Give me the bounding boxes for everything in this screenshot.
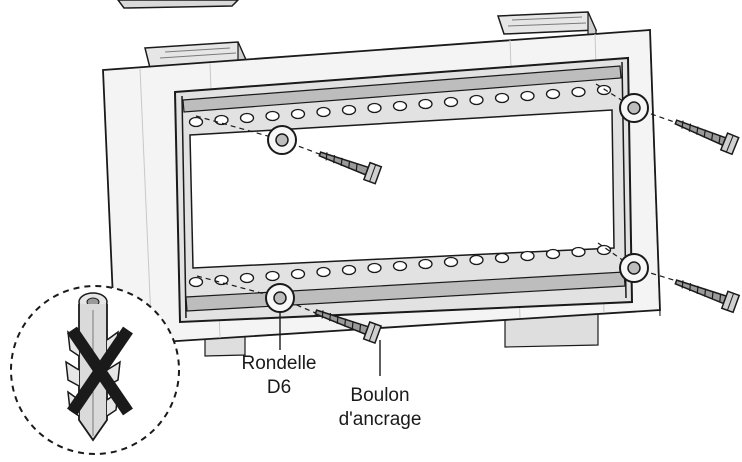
mounting-slot (392, 100, 408, 112)
mounting-slot (443, 96, 459, 108)
anchor-bolt (674, 279, 741, 314)
washer (619, 93, 649, 123)
anchor-bolt-label-line2: d'ancrage (338, 409, 422, 430)
mounting-slot (443, 256, 459, 268)
mounting-slot (341, 264, 357, 276)
anchor-bolt (318, 151, 383, 185)
mounting-slot (341, 104, 357, 116)
mounting-slot (545, 88, 561, 100)
prohibited-anchor-callout (10, 285, 180, 455)
anchor-bolt (674, 119, 740, 156)
mounting-slot (239, 112, 255, 124)
mounting-slot (316, 266, 331, 278)
anchor-bolt-label: Boulon d'ancrage (315, 384, 445, 432)
mounting-slot (545, 248, 561, 260)
mounting-bracket (173, 56, 634, 324)
mounting-slot (214, 114, 229, 126)
leader-lines (279, 312, 381, 376)
mounting-slot (290, 108, 306, 120)
top-partial-object (117, 0, 240, 9)
mounting-slot (469, 94, 484, 106)
mounting-slot (367, 102, 382, 114)
mounting-slot (520, 90, 535, 102)
mounting-slot (367, 262, 382, 274)
mounting-slot (188, 276, 204, 288)
mounting-slot (392, 260, 408, 272)
mounting-slot (290, 268, 306, 280)
top-slot-row (188, 84, 612, 128)
mounting-slot (494, 252, 510, 264)
washer (267, 125, 297, 155)
mounting-slot (265, 270, 280, 282)
washer-label: Rondelle D6 (214, 352, 344, 400)
mounting-slot (316, 106, 331, 118)
mounting-slot (520, 250, 535, 262)
washer (619, 253, 649, 283)
mounting-slot (494, 92, 510, 104)
washer (265, 283, 295, 313)
mounting-slot (188, 116, 204, 128)
cross-x-icon (67, 326, 133, 416)
mounting-slot (571, 246, 586, 258)
washer-label-line2: D6 (266, 377, 292, 398)
mounting-slot (418, 258, 433, 270)
bottom-slot-row (188, 244, 612, 288)
mounting-slot (571, 86, 586, 98)
mounting-slot (418, 98, 433, 110)
washer-label-line1: Rondelle (241, 353, 317, 374)
anchor-bolt (314, 309, 383, 344)
mounting-slot (239, 272, 255, 284)
mounting-slot (596, 84, 612, 96)
mounting-slot (265, 110, 280, 122)
anchor-bolt-label-line1: Boulon (350, 385, 410, 406)
mounting-slot (596, 244, 612, 256)
mounting-slot (469, 254, 484, 266)
